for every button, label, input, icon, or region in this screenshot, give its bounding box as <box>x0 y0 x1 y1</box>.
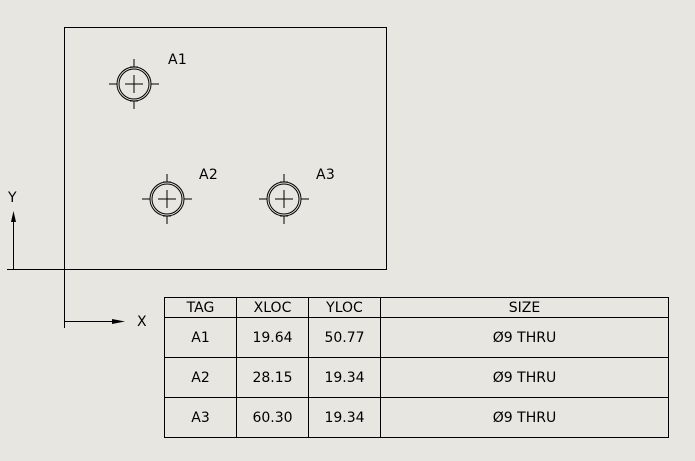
cell-size: Ø9 THRU <box>380 397 669 438</box>
part-outline <box>64 27 387 270</box>
cell-xloc: 28.15 <box>236 357 309 398</box>
hole-symbol-icon <box>259 174 309 224</box>
cell-size: Ø9 THRU <box>380 317 669 358</box>
header-yloc: YLOC <box>308 297 381 318</box>
hole-tag-a2: A2 <box>199 167 219 183</box>
header-tag: TAG <box>164 297 237 318</box>
cell-size: Ø9 THRU <box>380 357 669 398</box>
cell-yloc: 50.77 <box>308 317 381 358</box>
cell-yloc: 19.34 <box>308 357 381 398</box>
table-row: A1 19.64 50.77 Ø9 THRU <box>164 317 669 358</box>
header-xloc: XLOC <box>236 297 309 318</box>
hole-tag-a1: A1 <box>168 52 188 68</box>
hole-symbol-icon <box>109 59 159 109</box>
y-axis-arrow-icon <box>11 211 16 222</box>
cell-tag: A3 <box>164 397 237 438</box>
cell-tag: A2 <box>164 357 237 398</box>
hole-symbol-icon <box>142 174 192 224</box>
cell-xloc: 60.30 <box>236 397 309 438</box>
hole-table: TAG XLOC YLOC SIZE A1 19.64 50.77 Ø9 THR… <box>164 297 669 438</box>
cell-xloc: 19.64 <box>236 317 309 358</box>
x-axis-arrow-icon <box>112 319 125 324</box>
hole-table-header: TAG XLOC YLOC SIZE <box>164 297 669 318</box>
cell-yloc: 19.34 <box>308 397 381 438</box>
header-size: SIZE <box>380 297 669 318</box>
y-axis-label: Y <box>8 190 17 206</box>
cell-tag: A1 <box>164 317 237 358</box>
x-axis-label: X <box>137 314 147 330</box>
hole-tag-a3: A3 <box>316 167 336 183</box>
table-row: A3 60.30 19.34 Ø9 THRU <box>164 397 669 438</box>
table-row: A2 28.15 19.34 Ø9 THRU <box>164 357 669 398</box>
